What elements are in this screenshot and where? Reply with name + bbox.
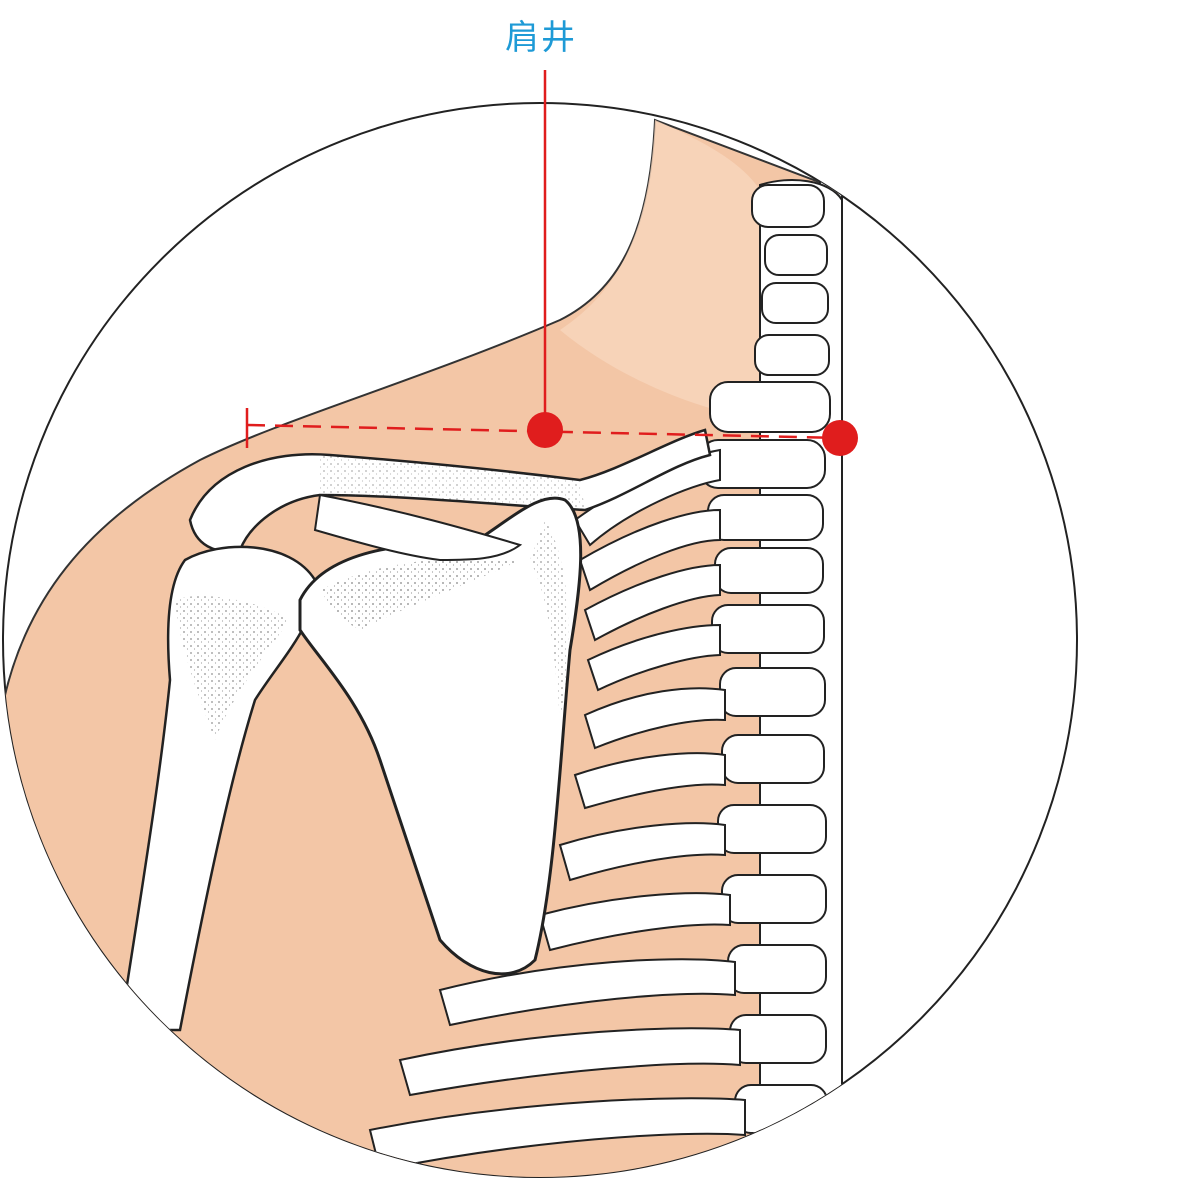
spine	[699, 179, 843, 1177]
acupoint-label: 肩井	[505, 18, 577, 58]
acupoint-marker-icon	[527, 412, 563, 448]
ribs	[368, 448, 746, 1172]
reference-point-icon	[822, 420, 858, 456]
neck-shading	[560, 120, 760, 420]
illustration-content	[3, 118, 843, 1177]
scapular-spine	[313, 493, 523, 562]
